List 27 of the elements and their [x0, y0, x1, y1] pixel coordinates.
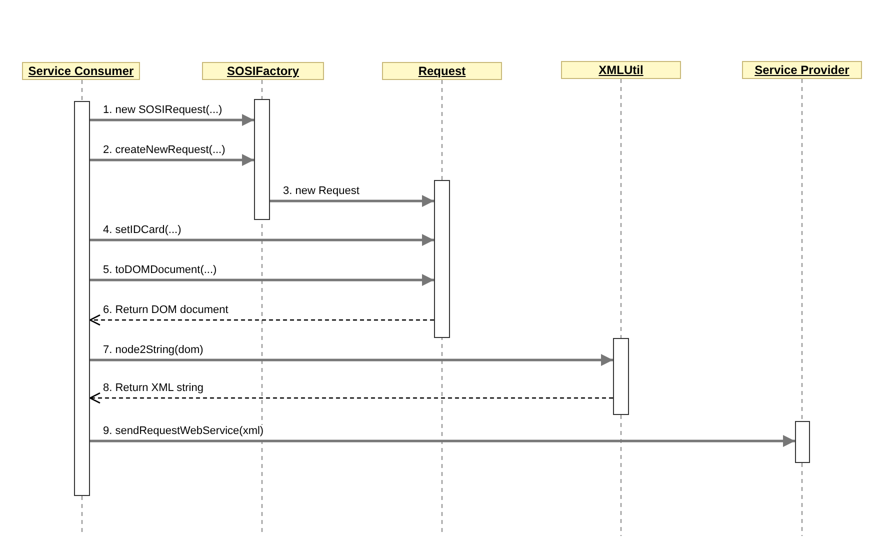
return-arrow: [89, 314, 434, 326]
message-arrow: [90, 435, 795, 447]
message-arrow: [90, 274, 434, 286]
return-arrow: [89, 392, 613, 404]
lifeline-header: Service Provider: [742, 61, 862, 79]
edge-label: 3. new Request: [282, 185, 360, 198]
edge-label: 7. node2String(dom): [102, 344, 204, 357]
message-arrow: [90, 114, 254, 126]
lifeline-header: Request: [382, 62, 502, 80]
message-arrow: [90, 154, 254, 166]
activation-bar: [613, 338, 629, 415]
message-arrow: [270, 195, 434, 207]
edge-label: 2. createNewRequest(...): [102, 144, 226, 157]
lifeline-header: Service Consumer: [22, 62, 140, 80]
edge-label: 9. sendRequestWebService(xml): [102, 425, 265, 438]
edge-label: 4. setIDCard(...): [102, 224, 182, 237]
edge-label: 5. toDOMDocument(...): [102, 264, 218, 277]
message-arrow: [90, 234, 434, 246]
lifeline-header: SOSIFactory: [202, 62, 324, 80]
activation-bar: [254, 99, 270, 220]
lifeline-header: XMLUtil: [561, 61, 681, 79]
activation-bar: [74, 101, 90, 496]
activation-bar: [434, 180, 450, 338]
message-arrow: [90, 354, 613, 366]
edge-label: 1. new SOSIRequest(...): [102, 104, 224, 117]
activation-bar: [795, 421, 810, 463]
edge-label: 8. Return XML string: [102, 382, 204, 395]
